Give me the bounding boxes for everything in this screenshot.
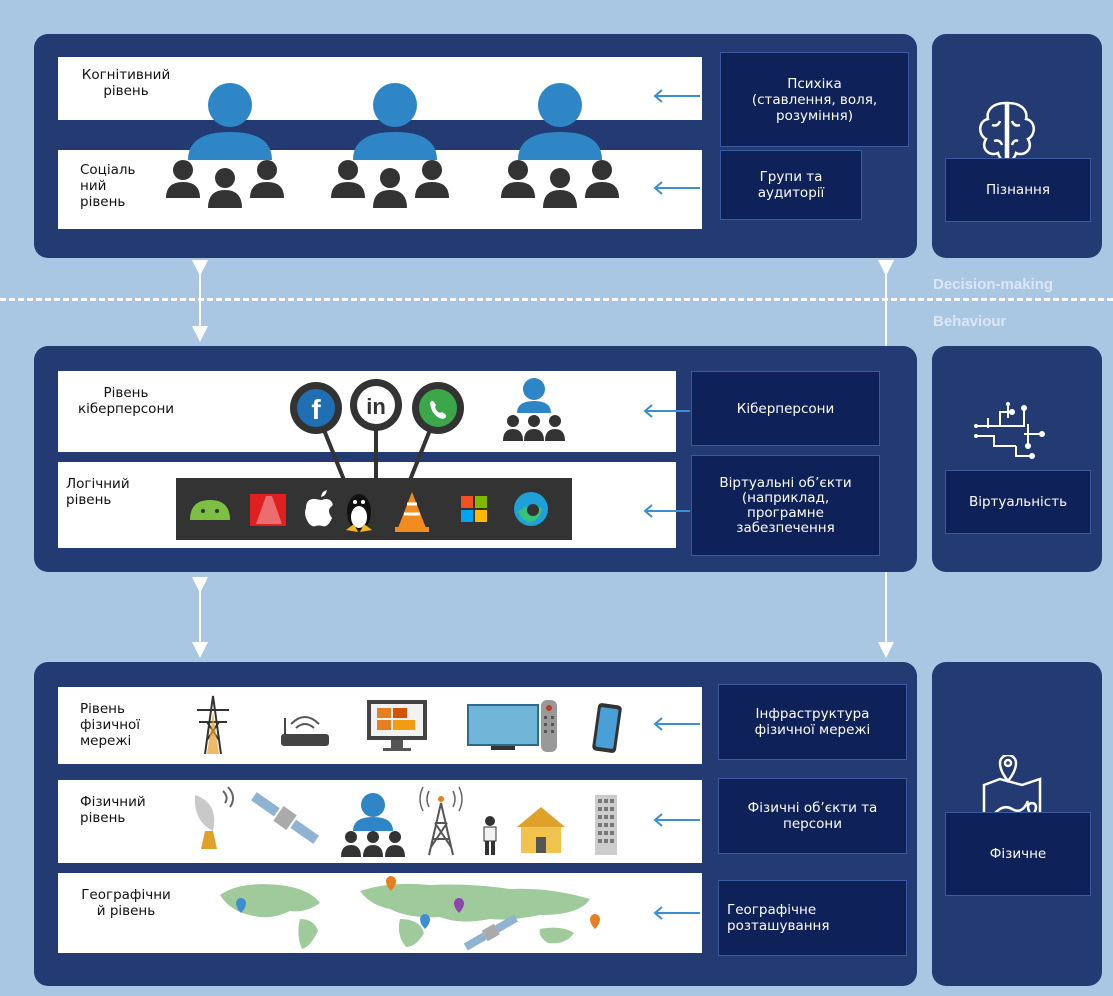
user-group-icon [503, 378, 565, 441]
software-logos-strip [176, 478, 572, 540]
building-icon [595, 795, 617, 855]
satellite-icon [463, 914, 518, 951]
arrow-left-icon [653, 717, 700, 731]
adobe-icon [250, 494, 286, 526]
row-label: Географічни й рівень [81, 887, 171, 919]
psyche-box: Психіка (ставлення, воля, розуміння) [720, 52, 909, 147]
router-icon [281, 716, 329, 746]
person-body [188, 132, 272, 160]
phone-icon [592, 703, 622, 753]
arrow-left-icon [653, 181, 700, 195]
brain-icon [979, 101, 1035, 163]
arrow-left-icon [643, 504, 690, 518]
person-body [353, 132, 437, 160]
apple-icon [305, 490, 333, 527]
physical-box: Фізичне [945, 812, 1091, 896]
cognitive-row: Когнітивний рівень [58, 57, 702, 120]
circuit-icon [974, 402, 1045, 459]
physical-objects-box: Фізичні об’єкти та персони [718, 778, 907, 854]
decision-behaviour-divider [0, 298, 1113, 301]
arrow-left-icon [653, 906, 700, 920]
audience-illustration [166, 83, 619, 208]
person-head [538, 83, 582, 127]
satellite-dish-icon [194, 786, 234, 849]
facebook-icon: f [290, 382, 342, 434]
row-label: Соціаль ний рівень [80, 162, 136, 210]
row-label: Рівень кіберперсони [77, 385, 175, 417]
user-group-icon [341, 793, 405, 857]
tv-icon [467, 704, 539, 750]
linux-icon [346, 494, 372, 532]
network-infrastructure-illustration [197, 695, 622, 755]
behaviour-label: Behaviour [933, 313, 1007, 330]
edge-icon [514, 492, 548, 526]
row-label: Когнітивний рівень [81, 67, 171, 99]
person-icon [483, 816, 497, 855]
windows-icon [461, 496, 487, 522]
physical-objects-illustration [194, 786, 617, 857]
row-label: Рівень фізичної мережі [80, 701, 141, 749]
arrow-left-icon [643, 404, 690, 418]
network-infrastructure-box: Інфраструктура фізичної мережі [718, 684, 907, 760]
social-networks-illustration: f in [290, 379, 464, 486]
cyber-persona-box: Кіберперсони [691, 371, 880, 446]
person-head [373, 83, 417, 127]
arrow-left-icon [653, 89, 700, 103]
desktop-icon [367, 700, 427, 751]
vlc-icon [395, 492, 429, 532]
svg-text:in: in [366, 394, 386, 419]
arrow-left-icon [653, 813, 700, 827]
decision-making-label: Decision-making [933, 276, 1054, 293]
whatsapp-icon [412, 382, 464, 434]
virtuality-side-panel [932, 346, 1102, 572]
geographic-location-box: Географічне розташування [718, 880, 907, 956]
person-head [208, 83, 252, 127]
virtuality-box: Віртуальність [945, 470, 1091, 534]
linkedin-icon: in [350, 379, 402, 431]
android-icon [190, 500, 230, 520]
map-marker-icon [236, 876, 600, 929]
row-label: Фізичний рівень [80, 794, 146, 826]
groups-box: Групи та аудиторії [720, 150, 862, 220]
cell-tower-icon [419, 786, 463, 856]
person-body [518, 132, 602, 160]
virtual-objects-box: Віртуальні об’єкти (наприклад, програмне… [691, 455, 880, 556]
satellite-icon [251, 792, 319, 844]
row-label: Логічний рівень [66, 476, 130, 508]
remote-icon [541, 700, 557, 752]
cognition-box: Пізнання [945, 158, 1091, 222]
house-icon [517, 807, 565, 853]
svg-text:f: f [311, 394, 321, 425]
world-map-icon [220, 876, 600, 951]
